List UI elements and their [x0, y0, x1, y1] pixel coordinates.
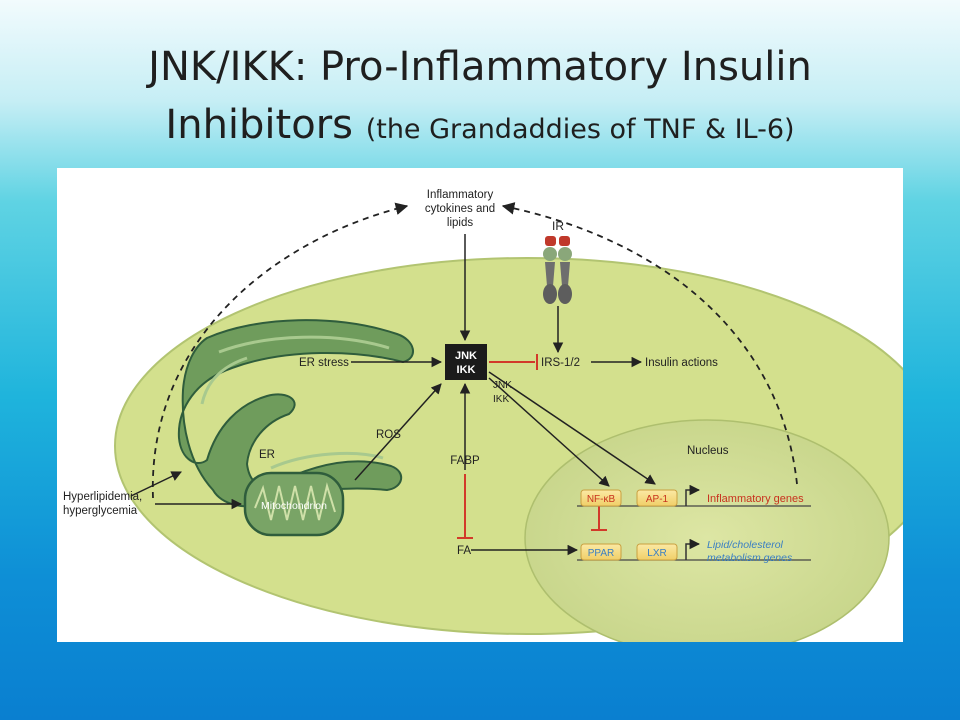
pathway-diagram: Inflammatory cytokines and lipids IR JNK…	[63, 189, 903, 642]
promoter-lower	[685, 538, 701, 560]
lxr-box	[636, 543, 678, 561]
label-lipid-2: metabolism genes	[707, 552, 793, 564]
label-ppar: PPAR	[588, 548, 615, 559]
label-cytokines-2: cytokines and	[425, 203, 495, 215]
feedback-arc-right	[501, 202, 798, 485]
label-er-stress: ER stress	[299, 357, 349, 369]
label-lipid-1: Lipid/cholesterol	[707, 539, 784, 551]
title-line-1: JNK/IKK: Pro-Inflammatory Insulin	[148, 44, 812, 90]
mitochondrion-organelle	[243, 471, 345, 537]
arrow-hyper-to-er	[130, 471, 182, 497]
label-ir: IR	[552, 219, 564, 233]
promoter-upper	[685, 484, 701, 506]
feedback-arc-left	[152, 202, 409, 499]
label-fa: FA	[457, 545, 471, 557]
label-nfkb: NF-κB	[587, 494, 616, 505]
arrow-jnk-to-ap1	[488, 371, 656, 485]
arrow-jnk-to-nfkb	[488, 377, 610, 487]
title-subtitle: (the Grandaddies of TNF & IL-6)	[365, 114, 795, 145]
label-nucleus: Nucleus	[687, 445, 729, 457]
nfkb-box	[580, 489, 622, 507]
pathway-figure: Inflammatory cytokines and lipids IR JNK…	[57, 168, 903, 642]
title-line-2: Inhibitors	[165, 102, 353, 148]
nucleus	[524, 419, 890, 642]
label-ros: ROS	[376, 429, 401, 441]
jnk-ikk-box	[445, 344, 487, 380]
label-hyper-2: hyperglycemia	[63, 505, 138, 517]
label-ikk-small: IKK	[493, 394, 509, 405]
label-er: ER	[259, 449, 275, 461]
label-cytokines-1: Inflammatory	[427, 189, 494, 201]
slide-title: JNK/IKK: Pro-Inflammatory Insulin Inhibi…	[0, 38, 960, 159]
label-ap1: AP-1	[646, 494, 669, 505]
insulin-receptor-icon	[543, 236, 572, 304]
label-insulin-actions: Insulin actions	[645, 357, 718, 369]
arrow-ros-to-jnk	[354, 383, 442, 481]
label-jnk-small: JNK	[493, 380, 512, 391]
label-ikk: IKK	[457, 364, 476, 376]
label-cytokines-3: lipids	[447, 217, 473, 229]
ppar-box	[580, 543, 622, 561]
label-mitochondrion: Mitochondrion	[261, 500, 327, 512]
label-irs: IRS-1/2	[541, 357, 580, 369]
label-jnk: JNK	[455, 350, 477, 362]
ap1-box	[636, 489, 678, 507]
label-lxr: LXR	[647, 548, 666, 559]
label-hyper-1: Hyperlipidemia,	[63, 491, 142, 503]
label-fabp: FABP	[450, 455, 480, 467]
label-inflammatory-genes: Inflammatory genes	[707, 493, 804, 505]
